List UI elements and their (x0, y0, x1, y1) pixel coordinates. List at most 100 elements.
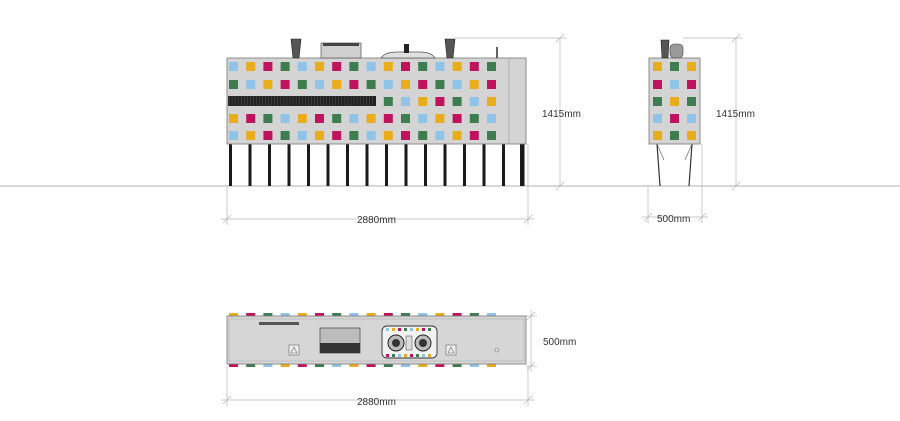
rooftop-equipment (290, 38, 498, 59)
front-leg (248, 144, 252, 186)
window-tile (401, 62, 410, 71)
top-edge-tile (332, 364, 342, 367)
window-tile (366, 62, 376, 71)
top-edge-tile (418, 313, 428, 316)
top-edge-tile (349, 364, 359, 367)
top-roof-unit-shadow (320, 343, 360, 353)
top-edge-tile (280, 313, 290, 316)
front-legs (229, 144, 525, 186)
window-tile (297, 80, 307, 89)
window-tile (452, 62, 462, 71)
top-edge-tile (349, 313, 359, 316)
side-window-tile (653, 62, 662, 71)
window-tile (401, 80, 410, 89)
front-leg (268, 144, 271, 186)
window-tile (487, 80, 496, 89)
front-view (226, 38, 527, 186)
window-tile (349, 62, 359, 71)
window-tile (452, 80, 462, 89)
side-window-tile (653, 131, 662, 140)
front-leg (346, 144, 349, 186)
top-edge-tile (435, 313, 445, 316)
chimney-left (290, 38, 302, 59)
top-edge-tile (315, 313, 324, 316)
top-edge-tile (383, 313, 393, 316)
front-leg (287, 144, 291, 186)
side-leg-left (656, 143, 661, 187)
side-tiles (653, 62, 696, 140)
window-tile (487, 97, 496, 106)
window-tile (469, 97, 479, 106)
top-inner-border (228, 318, 525, 362)
top-edge-tile (229, 313, 238, 316)
front-leg (443, 144, 447, 186)
side-window-tile (670, 114, 679, 123)
top-edge-tile (452, 364, 462, 367)
window-tile (452, 97, 462, 106)
top-edge-tile (297, 313, 307, 316)
window-tile (469, 114, 479, 123)
roof-unit-top (323, 43, 359, 46)
top-edge-tile (366, 364, 376, 367)
top-edge-tile (332, 313, 342, 316)
top-edge-tile (487, 364, 496, 367)
panel-tile (392, 328, 395, 331)
top-edge-tile (315, 364, 324, 367)
top-edge-tile (401, 313, 410, 316)
top-edge-tile (418, 364, 428, 367)
window-tile (349, 131, 359, 140)
window-tile (418, 80, 428, 89)
panel-tiles (386, 328, 431, 357)
window-tile (263, 131, 273, 140)
side-window-tile (670, 80, 679, 89)
roof-stack (404, 44, 409, 53)
window-tile (332, 114, 342, 123)
top-depth-label: 500mm (543, 337, 576, 348)
panel-tile (428, 328, 431, 331)
top-antenna-point (494, 347, 500, 353)
window-tile (297, 114, 307, 123)
front-leg (307, 144, 310, 186)
side-window-tile (653, 80, 662, 89)
window-tile (332, 80, 342, 89)
top-edge-tile (229, 364, 238, 367)
side-window-tile (670, 131, 679, 140)
panel-tile (398, 354, 401, 357)
top-edge-tile (435, 364, 445, 367)
side-leg-brace (656, 143, 693, 161)
panel-tile (416, 328, 419, 331)
panel-tile (404, 328, 407, 331)
side-window-tile (653, 114, 662, 123)
window-tile (263, 62, 273, 71)
top-edge-tile (246, 313, 256, 316)
side-width-label: 500mm (657, 214, 690, 225)
front-leg (404, 144, 408, 186)
top-edge-tile (469, 313, 479, 316)
window-tile (297, 131, 307, 140)
panel-tile (392, 354, 395, 357)
front-leg (502, 144, 505, 186)
window-tile (383, 80, 393, 89)
window-tile (229, 114, 238, 123)
top-edge-tile (280, 364, 290, 367)
window-tile (366, 80, 376, 89)
front-length-label: 2880mm (357, 215, 396, 226)
window-tile (469, 80, 479, 89)
window-tile (418, 62, 428, 71)
window-tile (349, 80, 359, 89)
front-leg (326, 144, 330, 186)
side-window-tile (687, 131, 696, 140)
top-hatch-left (288, 344, 300, 356)
window-tile (487, 131, 496, 140)
window-tile (452, 114, 462, 123)
front-leg (424, 144, 427, 186)
top-length-label: 2880mm (357, 397, 396, 408)
front-leg (482, 144, 486, 186)
window-tile (435, 114, 445, 123)
top-edge-tile (263, 313, 273, 316)
window-tile (246, 62, 256, 71)
window-tile (435, 97, 445, 106)
window-tile (383, 131, 393, 140)
window-tile (280, 131, 290, 140)
